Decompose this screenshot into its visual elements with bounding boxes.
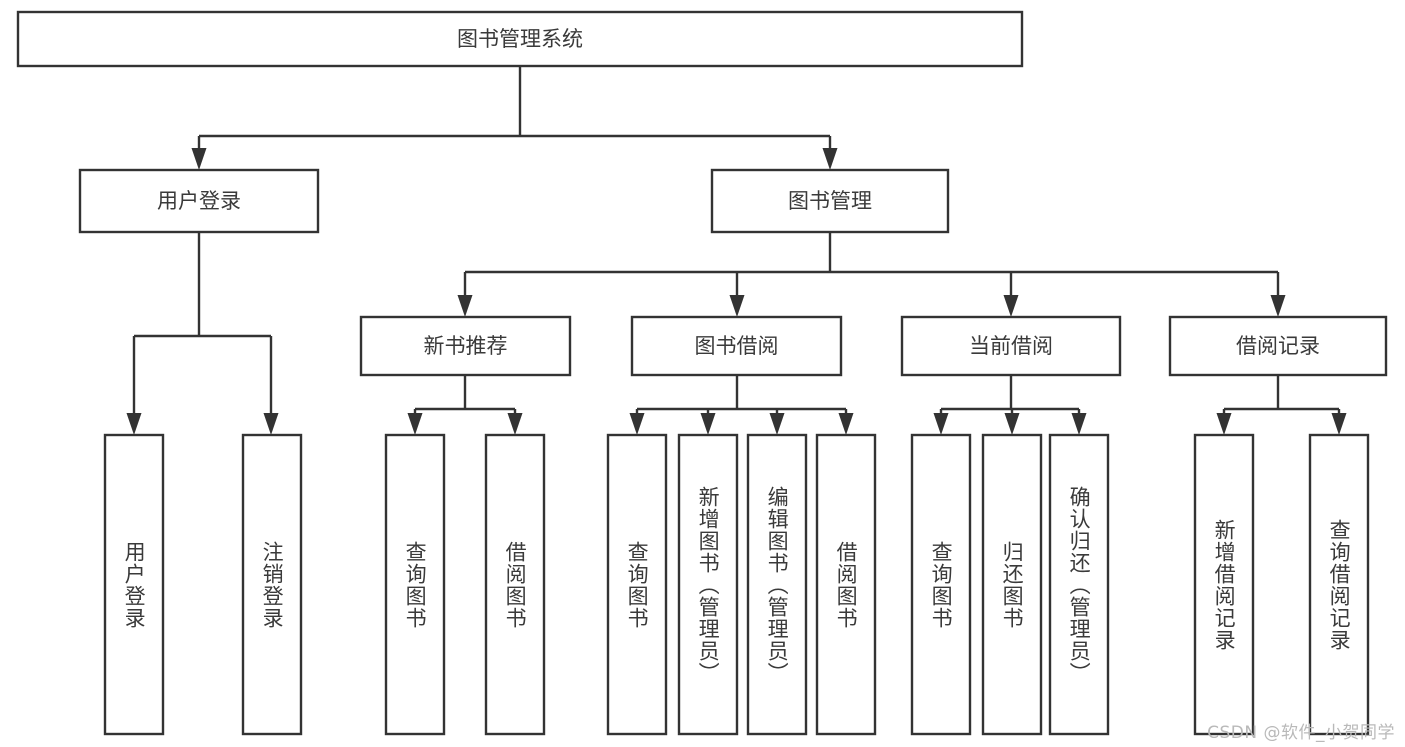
arrow-head-icon xyxy=(1331,413,1347,435)
arrow-head-icon xyxy=(191,148,207,170)
connector-group-book-manage-split xyxy=(457,232,1286,317)
arrow-head-icon xyxy=(1216,413,1232,435)
arrow-head-icon xyxy=(1270,295,1286,317)
boxes-layer xyxy=(16,10,1388,736)
arrow-head-icon xyxy=(507,413,523,435)
connector-group-book-borrow-split xyxy=(629,375,854,435)
node-box-leaf-confirm-return[interactable] xyxy=(1048,433,1110,736)
arrow-head-icon xyxy=(1004,413,1020,435)
node-box-borrow-record[interactable] xyxy=(1168,315,1388,377)
watermark-text: CSDN @软件_小贺同学 xyxy=(1207,723,1395,743)
arrow-head-icon xyxy=(822,148,838,170)
node-box-leaf-query-book-3[interactable] xyxy=(910,433,972,736)
node-box-current-borrow[interactable] xyxy=(900,315,1122,377)
node-box-leaf-query-book-2[interactable] xyxy=(606,433,668,736)
arrow-head-icon xyxy=(1071,413,1087,435)
node-box-leaf-user-logout[interactable] xyxy=(241,433,303,736)
node-label-book-borrow: 图书借阅 xyxy=(695,334,779,358)
node-box-book-borrow[interactable] xyxy=(630,315,843,377)
arrow-head-icon xyxy=(729,295,745,317)
arrow-head-icon xyxy=(407,413,423,435)
node-box-leaf-add-record[interactable] xyxy=(1193,433,1255,736)
arrow-head-icon xyxy=(700,413,716,435)
node-label-book-manage: 图书管理 xyxy=(788,189,872,213)
connector-group-current-borrow-split xyxy=(933,375,1087,435)
connector-group-user-login-split xyxy=(126,232,279,435)
node-box-new-book-rec[interactable] xyxy=(359,315,572,377)
connector-group-root-split xyxy=(191,66,838,170)
node-box-leaf-add-book[interactable] xyxy=(677,433,739,736)
node-label-borrow-record: 借阅记录 xyxy=(1236,334,1320,358)
node-box-root[interactable] xyxy=(16,10,1024,68)
node-box-leaf-return-book[interactable] xyxy=(981,433,1043,736)
arrow-head-icon xyxy=(1003,295,1019,317)
connector-group-new-book-split xyxy=(407,375,523,435)
arrow-head-icon xyxy=(769,413,785,435)
node-box-user-login[interactable] xyxy=(78,168,320,234)
arrow-head-icon xyxy=(126,413,142,435)
node-box-leaf-query-book-1[interactable] xyxy=(384,433,446,736)
node-box-leaf-edit-book[interactable] xyxy=(746,433,808,736)
node-box-leaf-user-login[interactable] xyxy=(103,433,165,736)
node-box-leaf-borrow-book-1[interactable] xyxy=(484,433,546,736)
node-label-root: 图书管理系统 xyxy=(457,27,583,51)
arrow-head-icon xyxy=(838,413,854,435)
arrow-head-icon xyxy=(933,413,949,435)
node-label-new-book-rec: 新书推荐 xyxy=(424,334,508,358)
node-box-leaf-query-record[interactable] xyxy=(1308,433,1370,736)
arrow-head-icon xyxy=(457,295,473,317)
node-box-leaf-borrow-book-2[interactable] xyxy=(815,433,877,736)
node-box-book-manage[interactable] xyxy=(710,168,950,234)
arrow-head-icon xyxy=(629,413,645,435)
connector-group-borrow-record-split xyxy=(1216,375,1347,435)
node-label-current-borrow: 当前借阅 xyxy=(969,334,1053,358)
connectors-layer xyxy=(126,66,1347,435)
node-label-user-login: 用户登录 xyxy=(157,189,241,213)
arrow-head-icon xyxy=(263,413,279,435)
